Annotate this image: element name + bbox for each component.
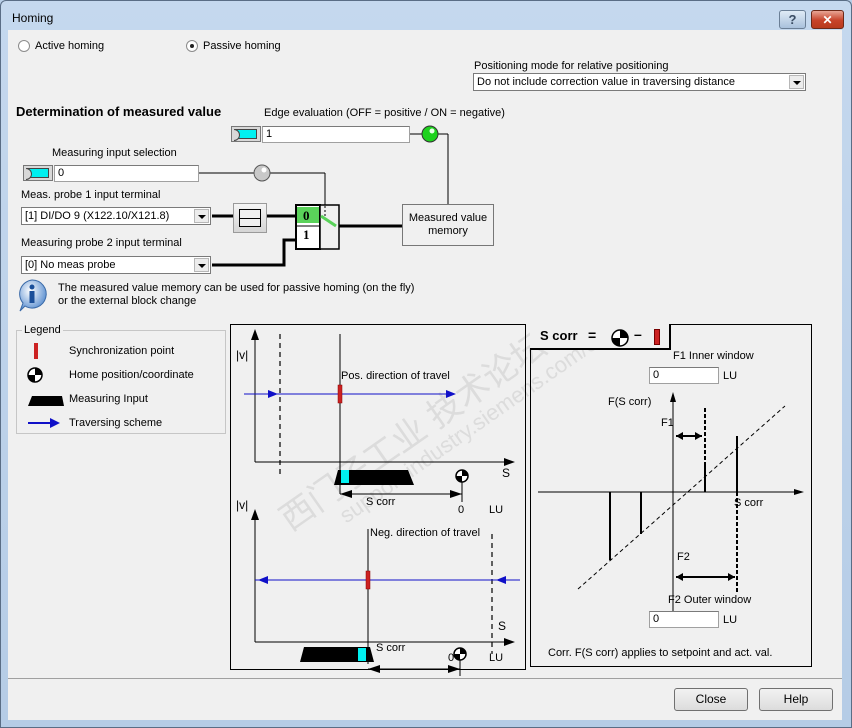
- active-homing-label[interactable]: Active homing: [35, 40, 105, 52]
- correction-graph: [538, 392, 804, 619]
- selection-indicator-led: [253, 164, 271, 182]
- dialog-client-area: 西门子工业 技术论坛 support.industry.siemens.com/…: [8, 30, 842, 720]
- bottom-s-axis-label: S: [498, 619, 507, 633]
- edge-parameter-connector[interactable]: [231, 126, 261, 142]
- bottom-v-axis-label: |v|: [236, 498, 249, 512]
- positioning-mode-value: Do not include correction value in trave…: [477, 76, 736, 88]
- measuring-input-icon: [28, 396, 64, 406]
- input-selection-label: Measuring input selection: [52, 147, 177, 159]
- input-selection-value: 0: [58, 167, 65, 179]
- f2-unit-label: LU: [723, 614, 738, 626]
- home-position-icon: [611, 329, 629, 347]
- formula-equals: =: [588, 327, 597, 343]
- edge-evaluation-input[interactable]: 1: [262, 126, 410, 143]
- legend-label-measuring: Measuring Input: [69, 393, 148, 405]
- bottom-zero-label: 0: [448, 652, 455, 664]
- top-s-corr-label: S corr: [366, 496, 396, 508]
- switch-input-1: 1: [303, 227, 310, 242]
- top-v-axis-label: |v|: [236, 348, 249, 362]
- chevron-down-icon[interactable]: [789, 75, 804, 89]
- top-s-axis-label: S: [502, 466, 511, 480]
- close-button[interactable]: Close: [674, 688, 748, 711]
- legend-label-sync: Synchronization point: [69, 345, 175, 357]
- f2-value: 0: [653, 613, 660, 625]
- passive-homing-label[interactable]: Passive homing: [203, 40, 281, 52]
- passive-homing-radio[interactable]: [186, 40, 198, 52]
- top-zero-label: 0: [458, 504, 465, 516]
- f2-short-label: F2: [677, 551, 690, 563]
- probe2-select[interactable]: [0] No meas probe: [21, 256, 211, 274]
- probe2-label: Measuring probe 2 input terminal: [21, 237, 182, 249]
- edge-evaluation-value: 1: [266, 128, 273, 140]
- chevron-down-icon[interactable]: [194, 209, 209, 223]
- f1-value: 0: [653, 369, 660, 381]
- f1-inner-window-label: F1 Inner window: [673, 350, 754, 362]
- probe2-value: [0] No meas probe: [25, 259, 116, 271]
- top-lu-label: LU: [489, 504, 504, 516]
- bottom-lu-label: LU: [489, 652, 504, 664]
- s-corr-formula: S corr = –: [530, 324, 671, 350]
- probe1-label: Meas. probe 1 input terminal: [21, 189, 161, 201]
- probe1-value: [1] DI/DO 9 (X122.10/X121.8): [25, 210, 170, 222]
- f1-inner-window-input[interactable]: 0: [649, 367, 719, 384]
- legend-title: Legend: [22, 324, 63, 336]
- legend-group: [16, 330, 226, 434]
- signal-wiring: [199, 125, 449, 267]
- legend-label-home: Home position/coordinate: [69, 369, 194, 381]
- measured-value-memory-block: Measured value memory: [402, 204, 494, 246]
- probe1-select[interactable]: [1] DI/DO 9 (X122.10/X121.8): [21, 207, 211, 225]
- f1-unit-label: LU: [723, 370, 738, 382]
- correction-note: Corr. F(S corr) applies to setpoint and …: [548, 647, 773, 659]
- positioning-mode-select[interactable]: Do not include correction value in trave…: [473, 73, 806, 91]
- sync-point-icon: [34, 343, 38, 359]
- f1-short-label: F1: [661, 417, 674, 429]
- memory-label: Measured value memory: [408, 212, 488, 237]
- positioning-mode-label: Positioning mode for relative positionin…: [474, 60, 669, 72]
- title-bar: Homing ? ✕: [1, 1, 851, 31]
- filter-icon: [239, 209, 261, 227]
- legend-icons: [27, 343, 64, 428]
- input-selection-connector[interactable]: [23, 165, 53, 181]
- help-button[interactable]: Help: [759, 688, 833, 711]
- active-homing-radio[interactable]: [18, 40, 30, 52]
- correction-panel: [530, 324, 812, 667]
- chevron-down-icon[interactable]: [194, 258, 209, 272]
- travel-diagram: [244, 329, 520, 676]
- sync-point-icon: [654, 329, 660, 345]
- edge-evaluation-label: Edge evaluation (OFF = positive / ON = n…: [264, 107, 505, 119]
- info-text-line1: The measured value memory can be used fo…: [58, 282, 415, 294]
- info-icon: [19, 279, 47, 312]
- traversing-arrow-icon: [28, 418, 60, 428]
- formula-minus: –: [634, 326, 642, 342]
- switch-input-0: 0: [303, 208, 310, 223]
- legend-label-traverse: Traversing scheme: [69, 417, 163, 429]
- f2-outer-window-label: F2 Outer window: [668, 594, 752, 606]
- s-corr-axis-label: S corr: [734, 497, 764, 509]
- f2-outer-window-input[interactable]: 0: [649, 611, 719, 628]
- close-title-button[interactable]: ✕: [811, 10, 844, 29]
- neg-direction-label: Neg. direction of travel: [370, 527, 481, 539]
- filter-block[interactable]: [233, 203, 267, 233]
- help-title-button[interactable]: ?: [779, 10, 806, 29]
- section-heading: Determination of measured value: [16, 104, 222, 119]
- edge-indicator-led: [421, 125, 439, 143]
- f-s-corr-label: F(S corr): [608, 396, 652, 408]
- pos-direction-label: Pos. direction of travel: [341, 370, 450, 382]
- input-selection-input[interactable]: 0: [54, 165, 199, 182]
- bottom-s-corr-label: S corr: [376, 642, 406, 654]
- window-title: Homing: [12, 11, 54, 25]
- formula-label: S corr: [540, 328, 578, 343]
- info-text-line2: or the external block change: [58, 295, 197, 307]
- footer-separator: [8, 678, 842, 679]
- home-position-icon: [27, 367, 43, 383]
